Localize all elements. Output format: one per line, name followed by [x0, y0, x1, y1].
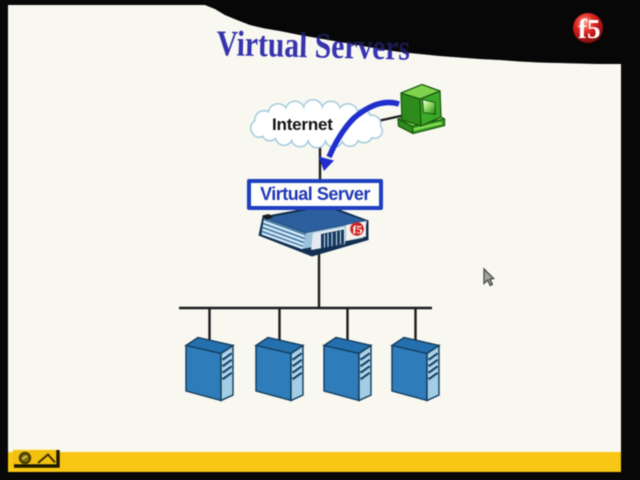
svg-text:f5: f5	[353, 223, 363, 237]
svg-text:f5: f5	[578, 14, 601, 44]
